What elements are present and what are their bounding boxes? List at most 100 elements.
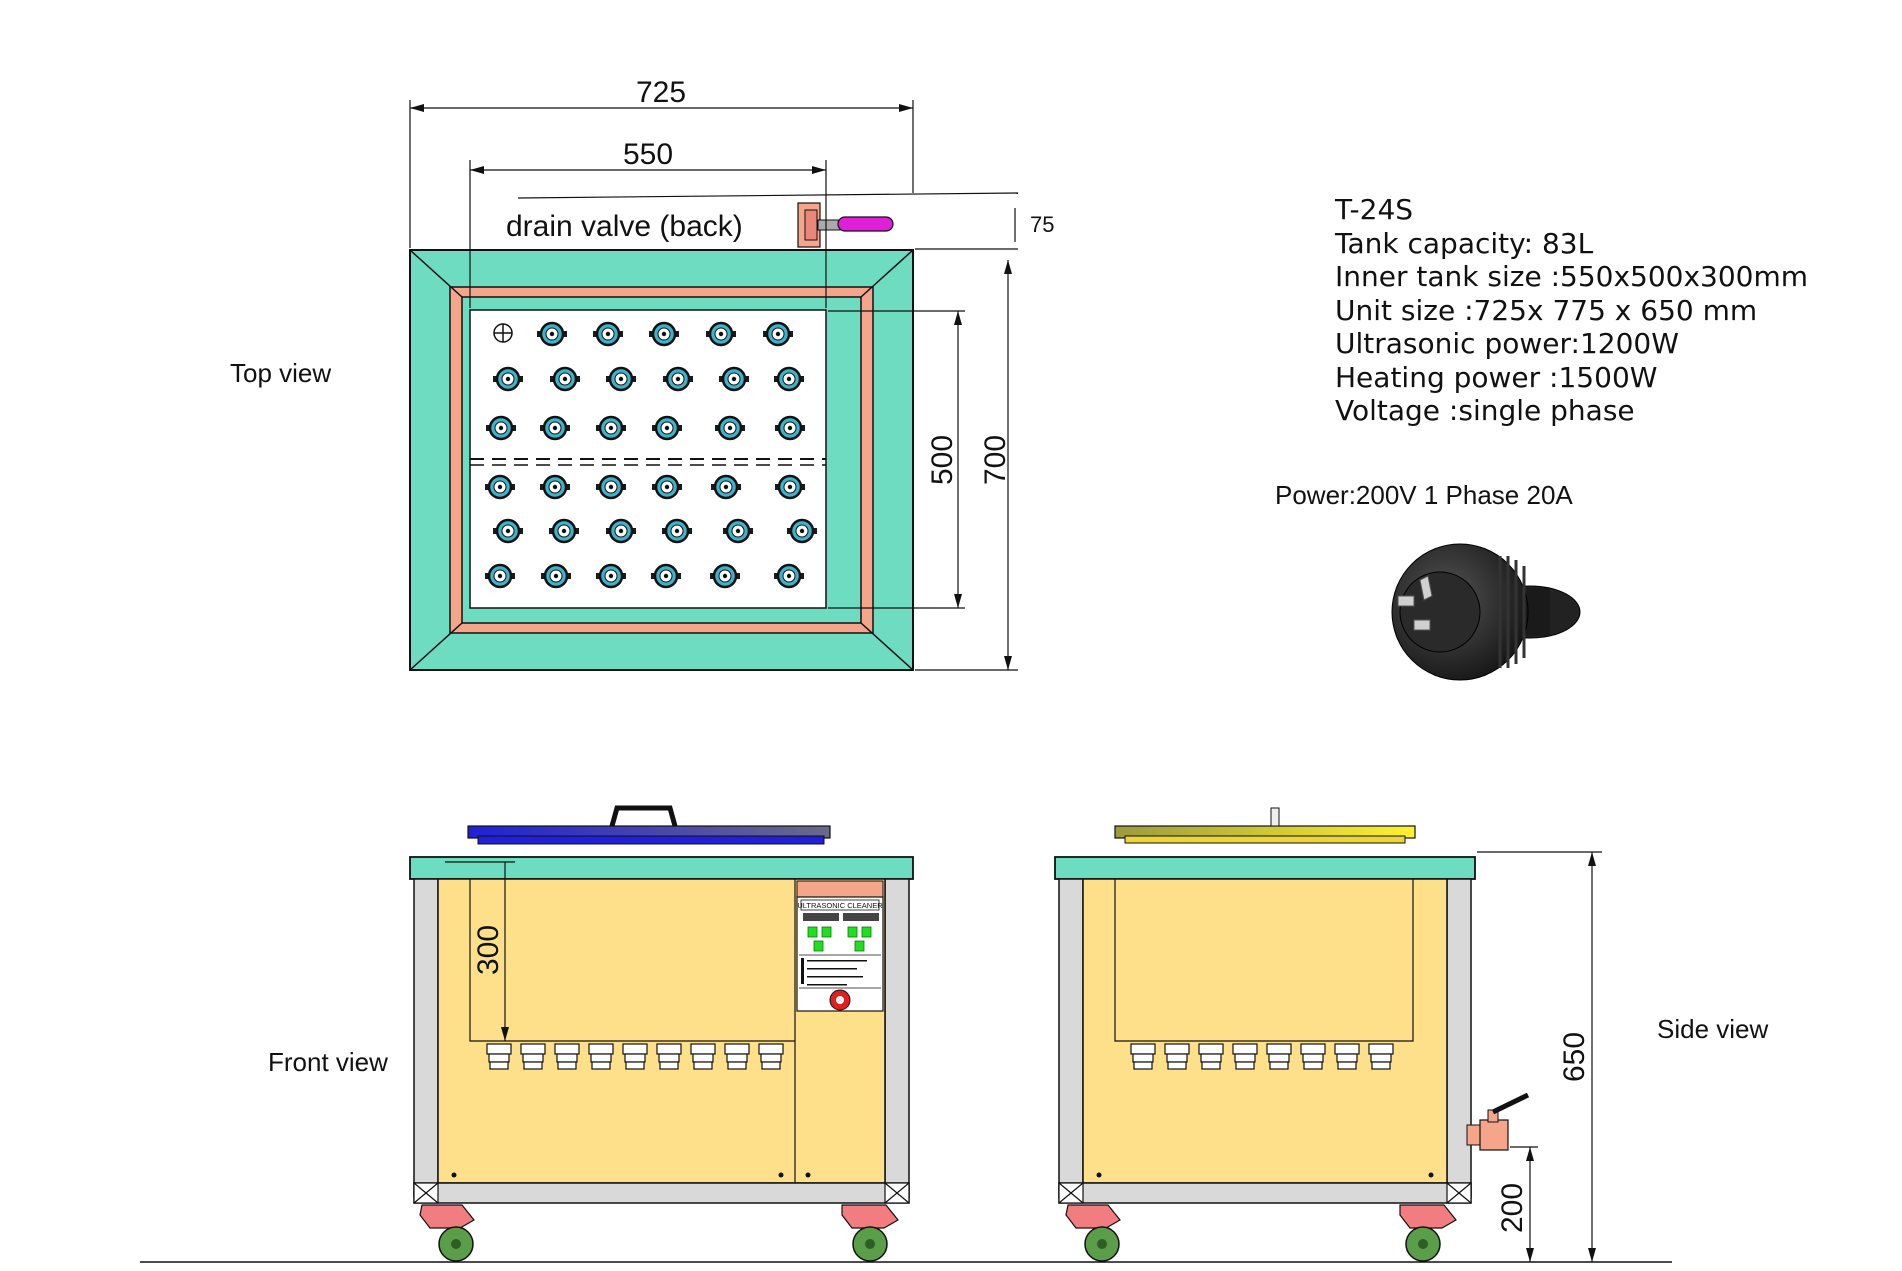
bottom-transducer [656, 1043, 682, 1070]
bottom-transducer [554, 1043, 580, 1070]
transducer [596, 474, 626, 500]
transducer [723, 518, 753, 544]
bottom-transducer [1232, 1043, 1258, 1070]
transducer [662, 518, 692, 544]
bottom-transducer [588, 1043, 614, 1070]
caster-front-right [841, 1204, 899, 1262]
spec-inner-size: Inner tank size :550x500x300mm [1335, 260, 1809, 293]
spec-unit-size: Unit size :725x 775 x 650 mm [1335, 293, 1758, 327]
transducer-grid [485, 321, 817, 589]
transducer [486, 415, 516, 441]
transducer [485, 474, 515, 500]
transducer [549, 518, 579, 544]
caster-side-left [1065, 1204, 1121, 1262]
transducer [706, 321, 736, 347]
drain-valve-label: drain valve (back) [506, 210, 743, 243]
plug-icon [1391, 543, 1581, 681]
control-panel: ULTRASONIC CLEANER [796, 880, 884, 1012]
front-top-rim [409, 856, 914, 880]
side-view-label: Side view [1657, 1014, 1769, 1044]
lid-handle [609, 805, 678, 827]
dim-550-label: 550 [623, 138, 673, 171]
transducer [540, 415, 570, 441]
spec-voltage: Voltage :single phase [1335, 394, 1635, 427]
transducer [541, 563, 571, 589]
bottom-transducer [1300, 1043, 1326, 1070]
valve-handle [837, 216, 894, 232]
bottom-transducer [1266, 1043, 1292, 1070]
top-view-dimensions: 725 550 75 500 700 drain valve (back) [409, 76, 1054, 671]
transducer [719, 366, 749, 392]
transducer [775, 415, 805, 441]
caster-front-left [419, 1204, 475, 1262]
spec-model: T-24S [1335, 193, 1414, 226]
control-panel-title: ULTRASONIC CLEANER [797, 901, 883, 910]
dim-650-label: 650 [1558, 1032, 1591, 1082]
drain-valve-side [1466, 1092, 1530, 1151]
emergency-stop-icon[interactable] [829, 989, 851, 1011]
transducer [652, 474, 682, 500]
transducer [711, 474, 741, 500]
dim-300-label: 300 [472, 925, 505, 975]
side-transducer-row [1130, 1043, 1394, 1070]
top-view [409, 202, 914, 671]
transducer [651, 563, 681, 589]
transducer [596, 563, 626, 589]
transducer [540, 474, 570, 500]
transducer [537, 321, 567, 347]
bottom-transducer [1334, 1043, 1360, 1070]
front-transducer-row [486, 1043, 784, 1070]
side-view: 650 200 [1054, 807, 1602, 1262]
transducer [763, 321, 793, 347]
spec-heating-power: Heating power :1500W [1335, 360, 1658, 394]
side-top-rim [1054, 856, 1476, 880]
transducer [596, 415, 626, 441]
bottom-transducer [1198, 1043, 1224, 1070]
front-view-label: Front view [268, 1047, 388, 1077]
front-view: ULTRASONIC CLEANER [409, 805, 914, 1262]
side-body [1082, 878, 1448, 1184]
power-label: Power:200V 1 Phase 20A [1275, 480, 1573, 510]
transducer [606, 518, 636, 544]
transducer [649, 321, 679, 347]
bottom-transducer [520, 1043, 546, 1070]
bottom-transducer [724, 1043, 750, 1070]
transducer [652, 415, 682, 441]
dim-725-label: 725 [636, 76, 686, 109]
transducer [550, 366, 580, 392]
top-view-label: Top view [230, 358, 332, 388]
dim-75-label: 75 [1030, 212, 1054, 237]
transducer [787, 518, 817, 544]
bottom-transducer [690, 1043, 716, 1070]
caster-side-right [1399, 1204, 1457, 1262]
front-lid [467, 805, 831, 845]
bottom-transducer [622, 1043, 648, 1070]
transducer [493, 518, 523, 544]
dim-200-label: 200 [1496, 1183, 1529, 1233]
dim-500-label: 500 [926, 435, 959, 485]
bottom-transducer [758, 1043, 784, 1070]
transducer [493, 366, 523, 392]
transducer [710, 563, 740, 589]
transducer [774, 366, 804, 392]
transducer [663, 366, 693, 392]
bottom-transducer [486, 1043, 512, 1070]
drain-valve-top [797, 202, 894, 248]
transducer [593, 321, 623, 347]
transducer [774, 563, 804, 589]
bottom-transducer [1368, 1043, 1394, 1070]
transducer [775, 474, 805, 500]
bottom-transducer [1130, 1043, 1156, 1070]
dim-700-label: 700 [979, 435, 1012, 485]
spec-ultrasonic-power: Ultrasonic power:1200W [1335, 327, 1679, 360]
spec-block: T-24S Tank capacity: 83L Inner tank size… [1335, 193, 1808, 428]
transducer [485, 563, 515, 589]
ground-symbol-icon [493, 323, 513, 343]
spec-capacity: Tank capacity: 83L [1335, 226, 1594, 260]
transducer [715, 415, 745, 441]
bottom-transducer [1164, 1043, 1190, 1070]
transducer [606, 366, 636, 392]
side-lid [1114, 807, 1416, 844]
